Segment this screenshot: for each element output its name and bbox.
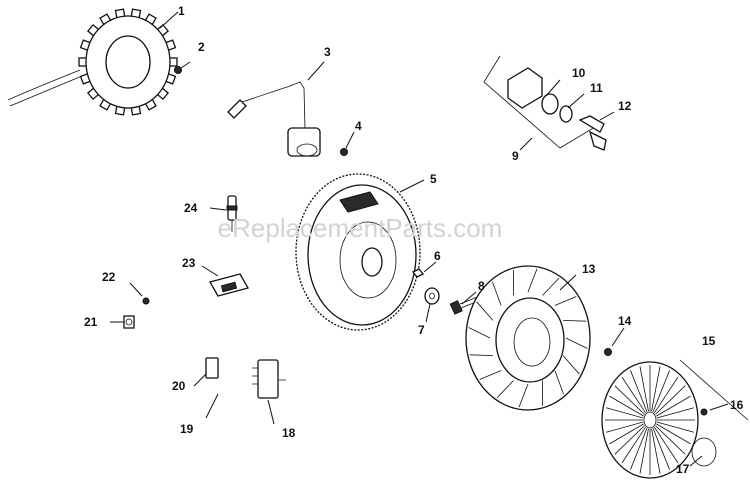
- grille-ray: [609, 395, 644, 417]
- callout-3: 3: [324, 45, 331, 59]
- callout-23: 23: [182, 256, 196, 270]
- callout-4: 4: [355, 119, 362, 133]
- part-20-bracket: [205, 357, 219, 379]
- fan-blade: [527, 268, 538, 293]
- part-15-grille: [601, 359, 749, 479]
- grille-ray: [652, 370, 670, 413]
- part-17-decal: [691, 437, 717, 467]
- grille-ray: [614, 385, 645, 415]
- callout-15: 15: [702, 334, 716, 348]
- callout-labels: 1 2 3 4 5 6 7 8 9 10 11 12 13 14 15 16 1…: [84, 4, 744, 476]
- fan-blade: [562, 355, 580, 375]
- callout-14: 14: [618, 314, 632, 328]
- grille-ray: [656, 407, 694, 419]
- callout-17: 17: [676, 462, 690, 476]
- part-2-screw: [174, 61, 191, 74]
- callout-2: 2: [198, 40, 205, 54]
- callout-16: 16: [730, 398, 744, 412]
- part-14-screw: [604, 348, 612, 356]
- callout-24: 24: [184, 201, 198, 215]
- grille-ray: [656, 421, 694, 433]
- grille-ray: [621, 376, 646, 414]
- grille-ray: [656, 395, 691, 417]
- part-5-flywheel: [295, 173, 421, 331]
- part-9-key-switch-kit: [483, 55, 607, 151]
- callout-7: 7: [418, 323, 425, 337]
- callout-20: 20: [172, 379, 186, 393]
- grille-ray: [614, 425, 645, 455]
- callout-11: 11: [590, 81, 603, 95]
- callout-19: 19: [180, 422, 194, 436]
- grille-ray: [651, 366, 661, 412]
- callout-5: 5: [430, 172, 437, 186]
- grille-ray: [652, 427, 670, 470]
- grille-ray: [639, 428, 649, 474]
- fan-blade: [554, 296, 577, 306]
- grille-ray: [656, 423, 691, 445]
- part-21-clip: [123, 315, 135, 329]
- callout-18: 18: [282, 426, 296, 440]
- callout-8: 8: [478, 279, 485, 293]
- callout-6: 6: [434, 249, 441, 263]
- part-18-regulator: [252, 359, 286, 399]
- fan-blade: [476, 301, 494, 321]
- fan-blade: [496, 380, 514, 399]
- fan-blade: [563, 320, 587, 322]
- fan-blade: [565, 337, 588, 349]
- grille-ray: [630, 427, 648, 470]
- grille-ray: [639, 366, 649, 412]
- part-6-key: [411, 268, 425, 278]
- grille-ray: [630, 370, 648, 413]
- callout-9: 9: [512, 149, 519, 163]
- part-7-washer: [424, 287, 440, 305]
- fan-blade: [479, 370, 502, 380]
- fan-blade: [469, 354, 493, 356]
- part-16-screw: [700, 408, 708, 416]
- fan-blade: [554, 370, 564, 395]
- grille-ray: [606, 407, 644, 419]
- fan-blade: [518, 383, 529, 408]
- grille-ray: [654, 426, 679, 464]
- grille-ray: [606, 421, 644, 433]
- part-3-ignition-module: [227, 81, 321, 157]
- grille-ray: [654, 376, 679, 414]
- callout-13: 13: [582, 262, 596, 276]
- part-22-nut: [142, 297, 150, 305]
- grille-ray: [655, 385, 686, 415]
- part-19-screw: [205, 393, 219, 419]
- fan-blade: [468, 327, 491, 339]
- watermark-text: eReplacementParts.com: [218, 213, 503, 243]
- part-1-stator: [7, 8, 178, 116]
- part-13-fan: [465, 265, 591, 411]
- part-24-spark-plug: [226, 195, 238, 232]
- callout-21: 21: [84, 315, 98, 329]
- grille-ray: [651, 428, 661, 474]
- fan-blade: [542, 277, 560, 296]
- callout-22: 22: [102, 270, 116, 284]
- callout-12: 12: [618, 99, 632, 113]
- callout-1: 1: [178, 4, 185, 18]
- grille-ray: [609, 423, 644, 445]
- grille-ray: [655, 425, 686, 455]
- grille-ray: [621, 426, 646, 464]
- part-4-screw: [340, 148, 348, 156]
- part-23-connector: [209, 273, 249, 297]
- leader-lines: [110, 11, 729, 467]
- callout-10: 10: [572, 66, 586, 80]
- fan-blade: [492, 281, 502, 306]
